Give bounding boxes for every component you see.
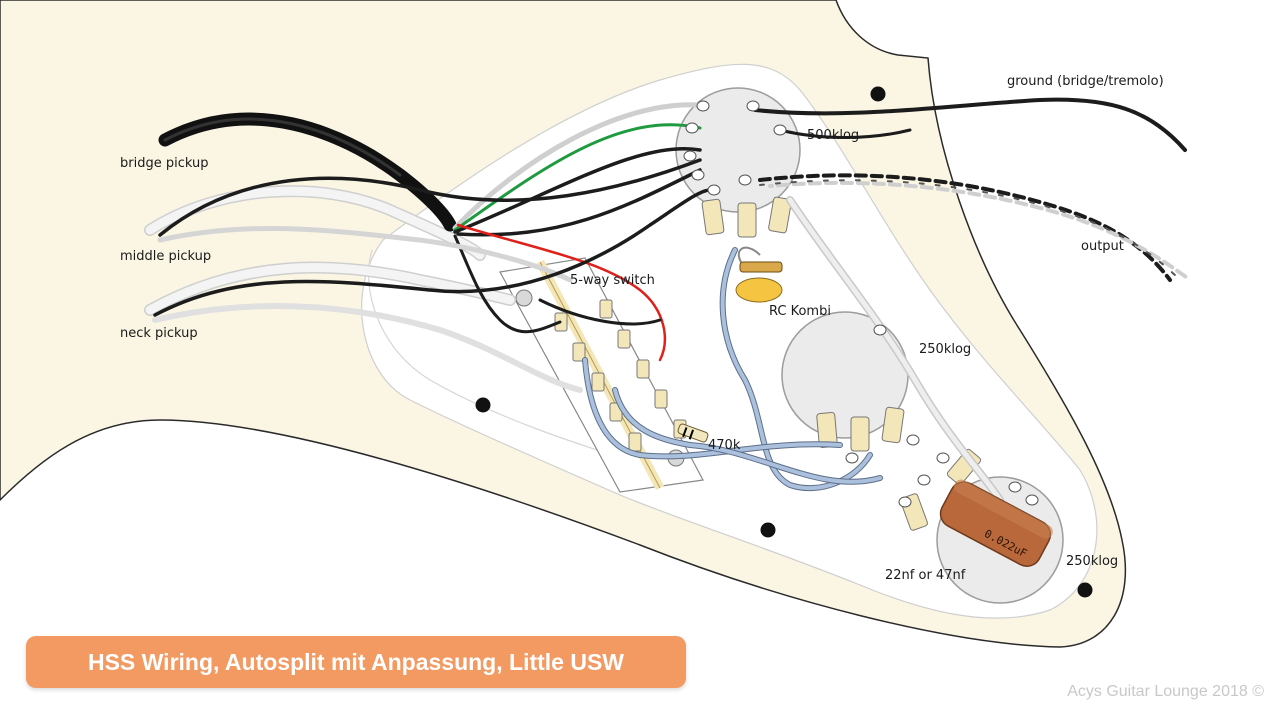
resistor-470k: [677, 423, 709, 443]
tone-pot-2-terminals: [898, 452, 1039, 508]
title-badge: HSS Wiring, Autosplit mit Anpassung, Lit…: [26, 636, 686, 688]
volume-pot-label: 500klog: [807, 128, 860, 143]
tone-pot-1-label: 250klog: [919, 342, 972, 357]
ground-wire-2: [778, 128, 912, 139]
pickup-wires: [144, 102, 712, 393]
rc-kombi-label: RC Kombi: [769, 304, 831, 319]
switch-label: 5-way switch: [570, 273, 655, 288]
tone-pot-1-lugs: [816, 406, 905, 452]
credit-text: Acys Guitar Lounge 2018 ©: [1067, 683, 1264, 700]
capacitor-label: 22nf or 47nf: [885, 568, 966, 583]
blue-wires: [582, 247, 883, 492]
tone-pot-2-label: 250klog: [1066, 554, 1119, 569]
output-label: output: [1081, 239, 1124, 254]
cavity-outline: [368, 249, 661, 471]
mounting-hole: [760, 522, 776, 538]
middle-pickup-label: middle pickup: [120, 249, 212, 264]
mounting-hole: [870, 86, 886, 102]
neck-pickup-label: neck pickup: [120, 326, 198, 341]
ground-wire: [753, 97, 1187, 152]
ground-label: ground (bridge/tremolo): [1007, 74, 1164, 89]
tone-capacitor: 0.022uF: [939, 479, 1053, 567]
mounting-hole: [1077, 582, 1093, 598]
volume-pot-terminals: [683, 100, 787, 196]
mounting-hole: [475, 397, 491, 413]
rc-kombi-component: [735, 246, 783, 303]
volume-pot-lugs: [701, 196, 792, 238]
bridge-pickup-label: bridge pickup: [120, 156, 209, 171]
tone-pot-1-terminals: [845, 324, 920, 464]
output-cable: [758, 173, 1192, 282]
resistor-label: 470k: [708, 438, 741, 453]
